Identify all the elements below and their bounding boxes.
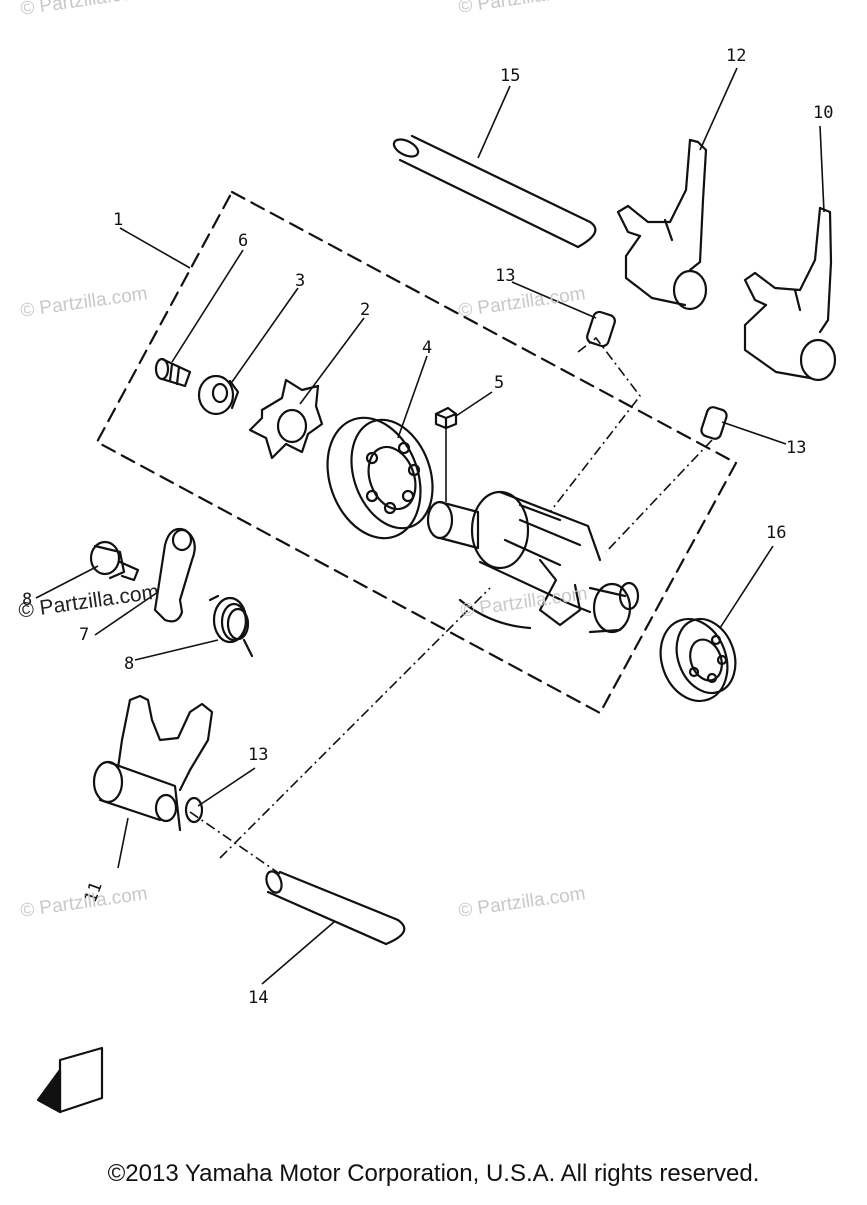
shift-shaft-15 xyxy=(392,134,597,249)
callout-16: 16 xyxy=(766,523,787,543)
leader-lines xyxy=(35,67,825,985)
callout-15: 15 xyxy=(500,66,521,86)
bearing-16 xyxy=(659,617,737,703)
callout-7: 7 xyxy=(79,625,90,645)
callout-14: 14 xyxy=(248,988,269,1008)
shaft-14 xyxy=(265,870,406,946)
callout-13b: 13 xyxy=(786,438,807,458)
shift-fork-12 xyxy=(616,138,708,311)
shift-drum xyxy=(426,490,640,634)
bearing-4 xyxy=(326,416,434,540)
fwd-label: FWD xyxy=(76,1065,99,1098)
screw-6 xyxy=(154,357,192,388)
guide-pin-13b xyxy=(700,406,728,440)
callout-8: 8 xyxy=(124,654,135,674)
callout-4: 4 xyxy=(422,338,433,358)
guide-pin-13c xyxy=(184,796,204,824)
callout-13c: 13 xyxy=(248,745,269,765)
callout-10: 10 xyxy=(813,103,834,123)
callout-2: 2 xyxy=(360,300,371,320)
callout-6: 6 xyxy=(238,231,249,251)
callout-5: 5 xyxy=(494,373,505,393)
shift-fork-11 xyxy=(92,694,214,832)
washer-3 xyxy=(197,374,240,416)
segment-2 xyxy=(248,378,324,460)
screw-9 xyxy=(89,540,140,582)
callout-9: 8 xyxy=(22,590,33,610)
shift-fork-10 xyxy=(743,206,837,382)
stopper-lever-7 xyxy=(153,527,196,623)
fwd-icon xyxy=(36,1046,104,1114)
callout-3: 3 xyxy=(295,271,306,291)
callout-13a: 13 xyxy=(495,266,516,286)
assembly-outline xyxy=(95,190,738,715)
guide-pin-13a xyxy=(586,310,616,348)
callout-12: 12 xyxy=(726,46,747,66)
spring-8 xyxy=(208,594,254,658)
callout-1: 1 xyxy=(113,210,124,230)
copyright-notice: ©2013 Yamaha Motor Corporation, U.S.A. A… xyxy=(107,1160,760,1187)
